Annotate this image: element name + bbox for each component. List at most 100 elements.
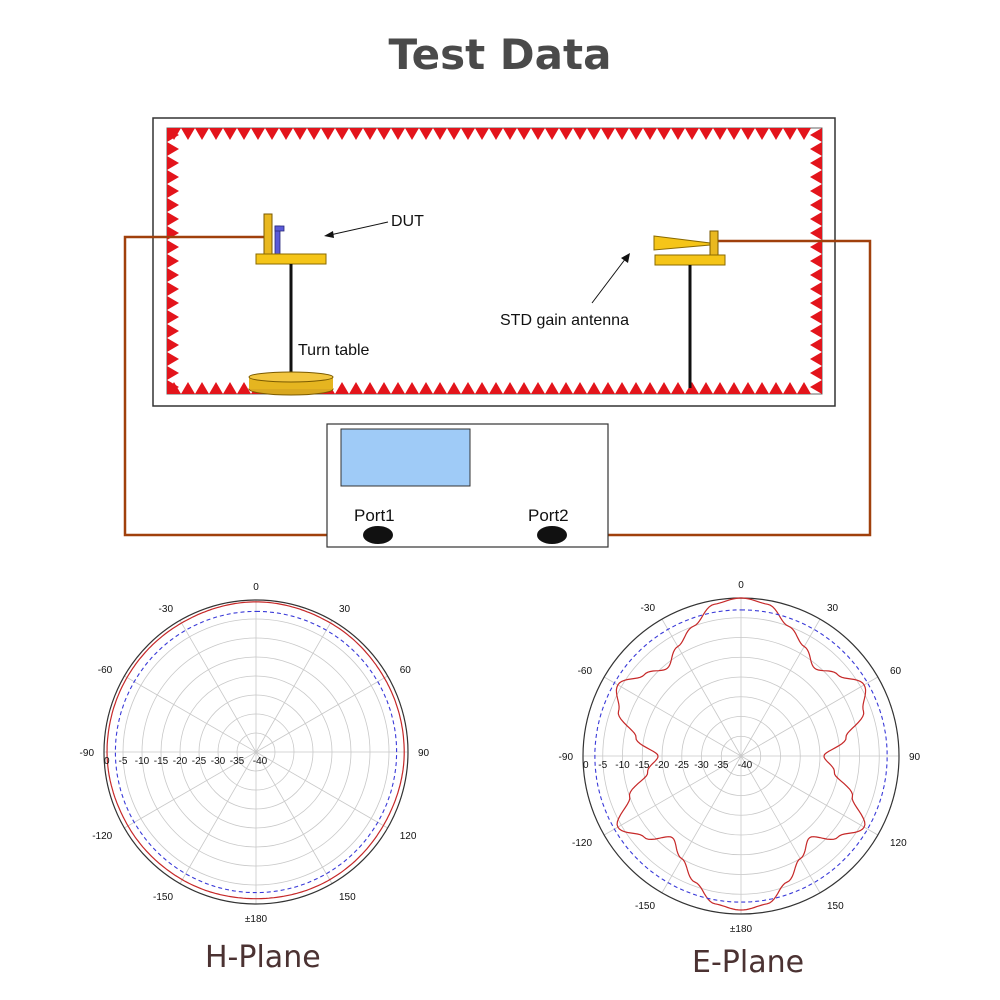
absorber-cone <box>419 128 433 140</box>
absorber-cone <box>615 382 629 394</box>
absorber-cone <box>615 128 629 140</box>
horn-antenna-mount <box>709 230 719 256</box>
absorber-cone <box>810 184 822 198</box>
absorber-cone <box>643 128 657 140</box>
absorber-cone <box>713 128 727 140</box>
angle-tick-label: -90 <box>559 752 574 763</box>
e-plane-label: E-Plane <box>692 945 805 980</box>
polar-grid-spoke <box>255 675 388 753</box>
absorber-cone <box>587 128 601 140</box>
dut-arrow <box>329 221 389 236</box>
radial-tick-label: -35 <box>230 756 245 767</box>
absorber-cone <box>545 382 559 394</box>
angle-tick-label: 150 <box>339 892 356 903</box>
pattern-trace <box>615 597 867 911</box>
port2-connector <box>537 526 567 544</box>
absorber-cone <box>685 128 699 140</box>
absorber-cone <box>237 128 251 140</box>
absorber-cone <box>810 296 822 310</box>
absorber-cone <box>517 382 531 394</box>
absorber-cone <box>810 380 822 394</box>
polar-grid-spoke <box>255 751 388 829</box>
port2-label: Port2 <box>528 506 569 525</box>
std-antenna-label: STD gain antenna <box>500 312 629 329</box>
absorber-cone <box>167 282 179 296</box>
absorber-cone <box>167 128 179 142</box>
radial-tick-label: -30 <box>211 756 226 767</box>
angle-tick-label: 0 <box>738 580 744 591</box>
angle-tick-label: -30 <box>641 603 656 614</box>
absorber-cone <box>461 382 475 394</box>
absorber-cone <box>335 382 349 394</box>
absorber-cone <box>559 128 573 140</box>
absorber-cone <box>209 128 223 140</box>
absorber-cone <box>167 310 179 324</box>
absorber-cone <box>810 170 822 184</box>
polar-grid-spoke <box>661 755 742 894</box>
absorber-cone <box>810 324 822 338</box>
absorber-cone <box>167 156 179 170</box>
absorber-cone <box>810 310 822 324</box>
polar-grid-spoke <box>255 620 333 753</box>
absorber-cone <box>489 382 503 394</box>
absorber-cone <box>727 382 741 394</box>
absorber-cone <box>167 142 179 156</box>
absorber-cone <box>810 128 822 142</box>
angle-tick-label: 30 <box>339 604 351 615</box>
dut-mount-arm <box>263 213 273 255</box>
angle-tick-label: ±180 <box>245 914 268 925</box>
absorber-cone <box>167 296 179 310</box>
absorber-cone <box>377 128 391 140</box>
polar-grid-spoke <box>179 620 257 753</box>
absorber-cone <box>167 338 179 352</box>
radial-tick-label: -5 <box>119 756 128 767</box>
absorber-cone <box>293 128 307 140</box>
absorber-cone <box>251 128 265 140</box>
absorber-cone <box>531 382 545 394</box>
absorber-cone <box>209 382 223 394</box>
absorber-cone <box>279 128 293 140</box>
polar-grid-spoke <box>740 676 879 757</box>
absorber-cone <box>573 382 587 394</box>
radial-tick-label: -15 <box>635 760 650 771</box>
absorber-cone <box>559 382 573 394</box>
absorber-cone <box>810 366 822 380</box>
absorber-cone <box>181 382 195 394</box>
polar-grid-spoke <box>603 755 742 836</box>
absorber-cone <box>335 128 349 140</box>
turntable-base-top <box>248 371 334 383</box>
radial-tick-label: -15 <box>154 756 169 767</box>
absorber-cone <box>475 128 489 140</box>
absorber-cone <box>167 366 179 380</box>
absorber-cone <box>643 382 657 394</box>
std-platform <box>654 254 726 266</box>
cable-port2 <box>552 239 872 537</box>
absorber-cone <box>265 128 279 140</box>
absorber-cone <box>363 128 377 140</box>
absorber-cone <box>657 382 671 394</box>
absorber-cone <box>223 128 237 140</box>
radial-tick-label: -30 <box>694 760 709 771</box>
radial-tick-label: -40 <box>253 756 268 767</box>
absorber-cone <box>307 128 321 140</box>
absorber-cone <box>810 352 822 366</box>
h-plane-label: H-Plane <box>205 940 321 975</box>
chamber-outer-frame <box>152 117 836 407</box>
angle-tick-label: 120 <box>400 831 417 842</box>
absorber-cone <box>699 128 713 140</box>
angle-tick-label: 90 <box>418 748 430 759</box>
angle-tick-label: -150 <box>153 892 173 903</box>
absorber-cone <box>363 382 377 394</box>
angle-tick-label: 60 <box>400 665 412 676</box>
absorber-cone <box>433 382 447 394</box>
radial-tick-label: -25 <box>192 756 207 767</box>
absorber-cone <box>629 128 643 140</box>
absorber-cone <box>391 382 405 394</box>
absorber-cone <box>810 142 822 156</box>
absorber-cone <box>195 128 209 140</box>
radial-tick-label: -35 <box>714 760 729 771</box>
absorber-cone <box>349 128 363 140</box>
absorber-cone <box>671 128 685 140</box>
h-plane-polar-chart: 0-5-10-15-20-25-30-35-400306090120150±18… <box>80 582 430 925</box>
